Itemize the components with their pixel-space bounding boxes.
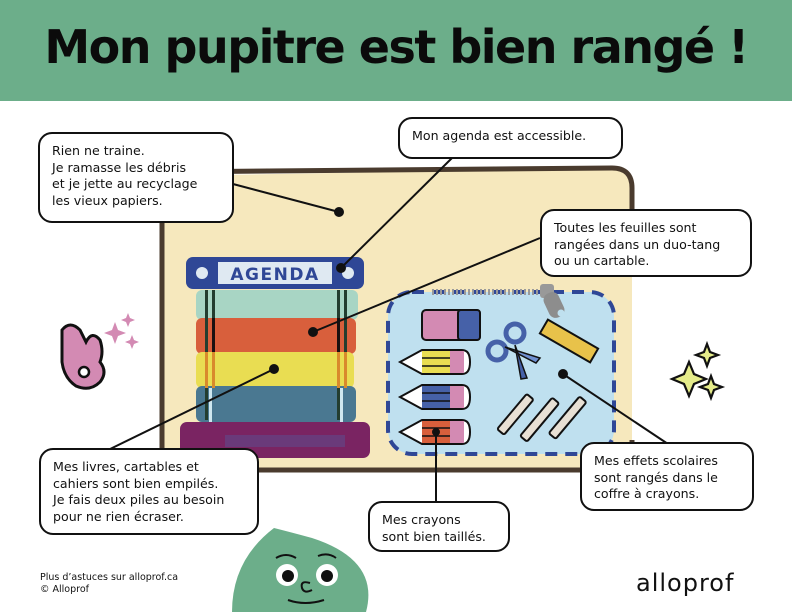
zipper-icon <box>432 284 565 318</box>
pencil-icon-blue <box>397 384 472 410</box>
eraser-icon <box>421 309 481 341</box>
agenda-label: AGENDA <box>230 265 319 285</box>
callout-agenda: Mon agenda est accessible. <box>398 117 623 159</box>
callout-supplies: Mes effets scolaires sont rangés dans le… <box>580 442 754 511</box>
callout-leaders <box>103 157 669 503</box>
pencil-icon-yellow <box>397 349 472 375</box>
book-stack: AGENDA <box>180 257 370 458</box>
callout-pencils: Mes crayons sont bien taillés. <box>368 501 510 552</box>
callout-sheets: Toutes les feuilles sont rangées dans un… <box>540 209 752 277</box>
alloprof-logo: alloprof <box>636 569 735 597</box>
callout-books: Mes livres, cartables et cahiers sont bi… <box>39 448 259 535</box>
footer-credit: Plus d’astuces sur alloprof.ca © Allopro… <box>40 572 178 596</box>
ruler-icon <box>538 318 600 364</box>
mascot-icon <box>232 528 369 612</box>
sparkles-icon-pink <box>104 313 139 349</box>
marker-icon <box>496 393 587 442</box>
pencil-case <box>386 284 616 456</box>
credit-link-text: Plus d’astuces sur alloprof.ca <box>40 572 179 583</box>
scissors-icon <box>485 321 542 380</box>
sparkles-icon-yellow <box>669 340 726 402</box>
page-title: Mon pupitre est bien rangé ! <box>44 20 749 74</box>
copyright-text: © Alloprof <box>40 584 89 595</box>
header-banner: Mon pupitre est bien rangé ! <box>0 0 792 101</box>
ok-hand-icon <box>60 323 106 390</box>
callout-debris: Rien ne traine. Je ramasse les débris et… <box>38 132 234 223</box>
